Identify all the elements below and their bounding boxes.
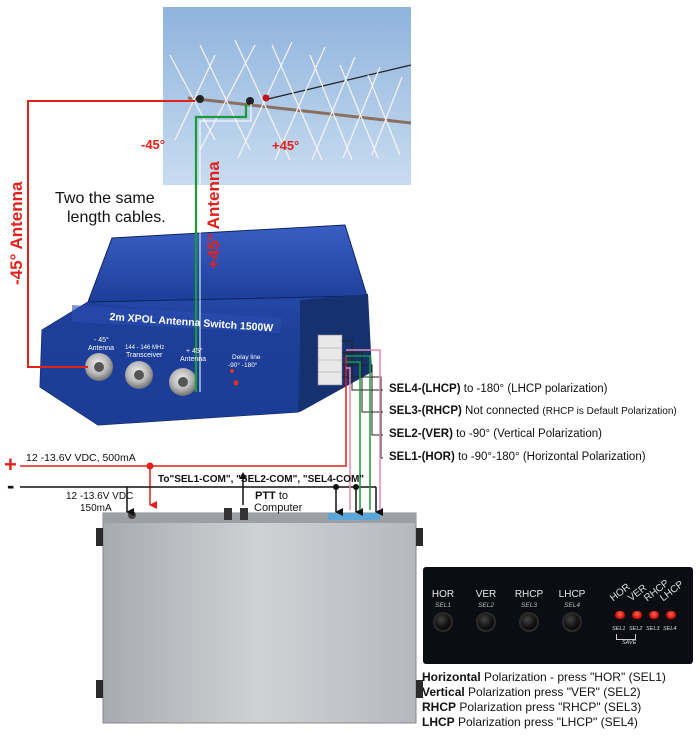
ctrl-supply-line1: 12 -13.6V VDC — [66, 491, 134, 502]
port3-label-line1: + 45° — [186, 348, 203, 355]
led-hor-indicator — [615, 611, 625, 619]
panel-button-label-lhcp: LHCP — [558, 589, 586, 600]
sel1-wire-label: SEL1-(HOR) to -90°-180° (Horizontal Pola… — [389, 451, 646, 463]
com-label: To"SEL1-COM", "SEL2-COM", "SEL4-COM" — [158, 474, 365, 485]
minus45-antenna-label: -45° Antenna — [7, 181, 26, 285]
cables-note-line2: length cables. — [67, 209, 166, 226]
delay-label-line2: -90° -180° — [228, 362, 258, 369]
port1-label-line1: - 45° — [94, 337, 109, 344]
led-sub-sel1: SEL1 — [612, 626, 626, 632]
switch-box — [39, 224, 372, 426]
panel-button-sub-lhcp: SEL4 — [564, 602, 580, 609]
plus-sign: + — [4, 452, 17, 477]
led-ver-indicator — [632, 611, 642, 619]
panel-button-label-ver: VER — [475, 589, 497, 600]
supply-label: 12 -13.6V VDC, 500mA — [26, 452, 136, 464]
port3-label-line2: Antenna — [180, 356, 207, 363]
desc-rhcp: RHCP Polarization press "RHCP" (SEL3) — [422, 700, 642, 714]
cables-note-line1: Two the same — [55, 190, 155, 207]
port2-label-line2: Transceiver — [126, 352, 163, 359]
led-lhcp-indicator — [666, 611, 676, 619]
led-sub-sel4: SEL4 — [663, 626, 677, 632]
port1-label-line2: Antenna — [88, 345, 115, 352]
rhcp-button[interactable] — [519, 612, 539, 632]
ptt-label-line2: Computer — [254, 502, 303, 514]
save-bracket — [616, 634, 636, 640]
ptt-label: PTT to — [255, 490, 289, 502]
angle-plus45-label: +45° — [272, 138, 300, 153]
panel-button-label-rhcp: RHCP — [514, 589, 544, 600]
lhcp-button[interactable] — [562, 612, 582, 632]
panel-button-label-hor: HOR — [431, 589, 455, 600]
minus-sign: - — [7, 473, 15, 498]
port2-label-line1: 144 - 146 MHz — [125, 345, 165, 351]
hor-button[interactable] — [433, 612, 453, 632]
desc-horizontal: Horizontal Polarization - press "HOR" (S… — [422, 670, 666, 684]
panel-button-sub-hor: SEL1 — [435, 602, 451, 609]
angle-minus45-label: -45° — [141, 137, 165, 152]
panel-button-sub-ver: SEL2 — [478, 602, 494, 609]
led-rhcp-indicator — [649, 611, 659, 619]
desc-lhcp: LHCP Polarization press "LHCP" (SEL4) — [422, 715, 638, 729]
led-sub-sel2: SEL2 — [629, 626, 643, 632]
sel2-wire-label: SEL2-(VER) to -90° (Vertical Polarizatio… — [389, 428, 602, 440]
antenna-photo — [163, 7, 412, 185]
delay-label-line1: Delay line — [232, 354, 261, 361]
led-sub-sel3: SEL3 — [646, 626, 660, 632]
plus45-antenna-label: +45° Antenna — [204, 161, 223, 269]
desc-vertical: Vertical Polarization press "VER" (SEL2) — [422, 685, 641, 699]
panel-button-sub-rhcp: SEL3 — [521, 602, 537, 609]
sel3-wire-label: SEL3-(RHCP) Not connected (RHCP is Defau… — [389, 405, 677, 417]
ctrl-supply-line2: 150mA — [80, 503, 112, 514]
front-panel: HOR SEL1 VER SEL2 RHCP SEL3 LHCP SEL4 HO… — [423, 567, 693, 664]
controller-box — [96, 508, 423, 724]
save-label: SAVE — [622, 640, 637, 646]
ver-button[interactable] — [476, 612, 496, 632]
sel4-wire-label: SEL4-(LHCP) to -180° (LHCP polarization) — [389, 383, 608, 395]
